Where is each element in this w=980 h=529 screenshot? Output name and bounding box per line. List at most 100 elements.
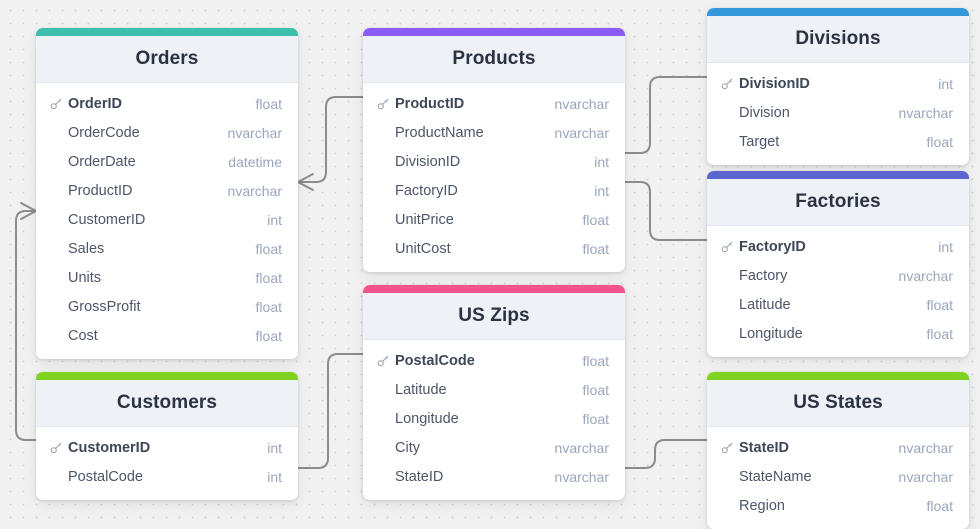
field-type: nvarchar bbox=[227, 182, 282, 199]
field-type: int bbox=[938, 238, 953, 255]
field-list: OrderID float OrderCode nvarchar OrderDa… bbox=[36, 83, 298, 359]
key-icon bbox=[721, 77, 739, 90]
table-card-orders[interactable]: Orders OrderID float OrderCode nvarchar … bbox=[36, 28, 298, 359]
connector-orders-customers bbox=[15, 202, 37, 441]
field-name: Units bbox=[68, 269, 102, 286]
field-type: int bbox=[267, 211, 282, 228]
field-row[interactable]: PostalCode float bbox=[363, 346, 625, 375]
field-type: int bbox=[938, 75, 953, 92]
field-row[interactable]: Latitude float bbox=[363, 375, 625, 404]
accent-bar bbox=[363, 285, 625, 293]
table-title: Factories bbox=[707, 179, 969, 226]
table-card-factories[interactable]: Factories FactoryID int Factory nvarchar… bbox=[707, 171, 969, 357]
table-card-divisions[interactable]: Divisions DivisionID int Division nvarch… bbox=[707, 8, 969, 165]
table-title: Divisions bbox=[707, 16, 969, 63]
field-row[interactable]: FactoryID int bbox=[707, 232, 969, 261]
table-title: Customers bbox=[36, 380, 298, 427]
field-row[interactable]: City nvarchar bbox=[363, 433, 625, 462]
field-type: nvarchar bbox=[554, 124, 609, 141]
field-row[interactable]: OrderDate datetime bbox=[36, 147, 298, 176]
table-card-us-zips[interactable]: US Zips PostalCode float Latitude float … bbox=[363, 285, 625, 500]
field-type: float bbox=[926, 497, 953, 514]
field-row[interactable]: UnitCost float bbox=[363, 234, 625, 263]
field-row[interactable]: Longitude float bbox=[707, 319, 969, 348]
field-row[interactable]: DivisionID int bbox=[707, 69, 969, 98]
key-icon bbox=[377, 97, 395, 110]
field-name: OrderCode bbox=[68, 124, 140, 141]
field-list: StateID nvarchar StateName nvarchar Regi… bbox=[707, 427, 969, 529]
field-type: datetime bbox=[228, 153, 282, 170]
field-name: CustomerID bbox=[68, 439, 151, 456]
field-row[interactable]: FactoryID int bbox=[363, 176, 625, 205]
field-row[interactable]: StateID nvarchar bbox=[707, 433, 969, 462]
field-type: float bbox=[255, 298, 282, 315]
key-icon bbox=[50, 97, 68, 110]
connector-orders-products bbox=[297, 96, 364, 191]
field-row[interactable]: Longitude float bbox=[363, 404, 625, 433]
field-row[interactable]: UnitPrice float bbox=[363, 205, 625, 234]
field-row[interactable]: PostalCode int bbox=[36, 462, 298, 491]
table-title: Orders bbox=[36, 36, 298, 83]
field-row[interactable]: ProductName nvarchar bbox=[363, 118, 625, 147]
field-type: int bbox=[267, 468, 282, 485]
field-row[interactable]: Latitude float bbox=[707, 290, 969, 319]
field-name: StateName bbox=[739, 468, 812, 485]
table-card-us-states[interactable]: US States StateID nvarchar StateName nva… bbox=[707, 372, 969, 529]
field-name: UnitPrice bbox=[395, 211, 454, 228]
accent-bar bbox=[707, 171, 969, 179]
field-type: nvarchar bbox=[898, 468, 953, 485]
field-row[interactable]: Factory nvarchar bbox=[707, 261, 969, 290]
field-type: nvarchar bbox=[898, 104, 953, 121]
field-row[interactable]: GrossProfit float bbox=[36, 292, 298, 321]
field-name: OrderID bbox=[68, 95, 122, 112]
field-name: ProductID bbox=[395, 95, 465, 112]
accent-bar bbox=[707, 8, 969, 16]
field-type: float bbox=[255, 327, 282, 344]
field-row[interactable]: StateID nvarchar bbox=[363, 462, 625, 491]
field-row[interactable]: OrderCode nvarchar bbox=[36, 118, 298, 147]
field-row[interactable]: ProductID nvarchar bbox=[36, 176, 298, 205]
field-type: float bbox=[255, 240, 282, 257]
accent-bar bbox=[36, 372, 298, 380]
table-title: US States bbox=[707, 380, 969, 427]
table-card-products[interactable]: Products ProductID nvarchar ProductName … bbox=[363, 28, 625, 272]
field-row[interactable]: OrderID float bbox=[36, 89, 298, 118]
field-type: float bbox=[926, 325, 953, 342]
field-row[interactable]: DivisionID int bbox=[363, 147, 625, 176]
key-icon bbox=[377, 354, 395, 367]
table-title: Products bbox=[363, 36, 625, 83]
field-type: int bbox=[594, 153, 609, 170]
connector-customers-uszips bbox=[297, 353, 364, 469]
field-name: City bbox=[395, 439, 420, 456]
field-row[interactable]: ProductID nvarchar bbox=[363, 89, 625, 118]
field-row[interactable]: CustomerID int bbox=[36, 205, 298, 234]
field-name: Region bbox=[739, 497, 785, 514]
field-name: OrderDate bbox=[68, 153, 136, 170]
field-name: ProductName bbox=[395, 124, 484, 141]
table-card-customers[interactable]: Customers CustomerID int PostalCode int bbox=[36, 372, 298, 500]
field-name: FactoryID bbox=[395, 182, 458, 199]
field-name: StateID bbox=[739, 439, 789, 456]
field-row[interactable]: CustomerID int bbox=[36, 433, 298, 462]
field-row[interactable]: Division nvarchar bbox=[707, 98, 969, 127]
field-name: ProductID bbox=[68, 182, 133, 199]
field-row[interactable]: Sales float bbox=[36, 234, 298, 263]
field-row[interactable]: StateName nvarchar bbox=[707, 462, 969, 491]
field-type: float bbox=[255, 95, 282, 112]
field-row[interactable]: Target float bbox=[707, 127, 969, 156]
field-row[interactable]: Region float bbox=[707, 491, 969, 520]
accent-bar bbox=[36, 28, 298, 36]
key-icon bbox=[721, 240, 739, 253]
accent-bar bbox=[707, 372, 969, 380]
field-row[interactable]: Units float bbox=[36, 263, 298, 292]
field-type: float bbox=[926, 296, 953, 313]
field-type: nvarchar bbox=[554, 468, 609, 485]
field-type: nvarchar bbox=[554, 439, 609, 456]
field-name: GrossProfit bbox=[68, 298, 141, 315]
field-name: Cost bbox=[68, 327, 98, 344]
key-icon bbox=[721, 441, 739, 454]
field-type: float bbox=[926, 133, 953, 150]
field-name: Factory bbox=[739, 267, 788, 284]
field-row[interactable]: Cost float bbox=[36, 321, 298, 350]
